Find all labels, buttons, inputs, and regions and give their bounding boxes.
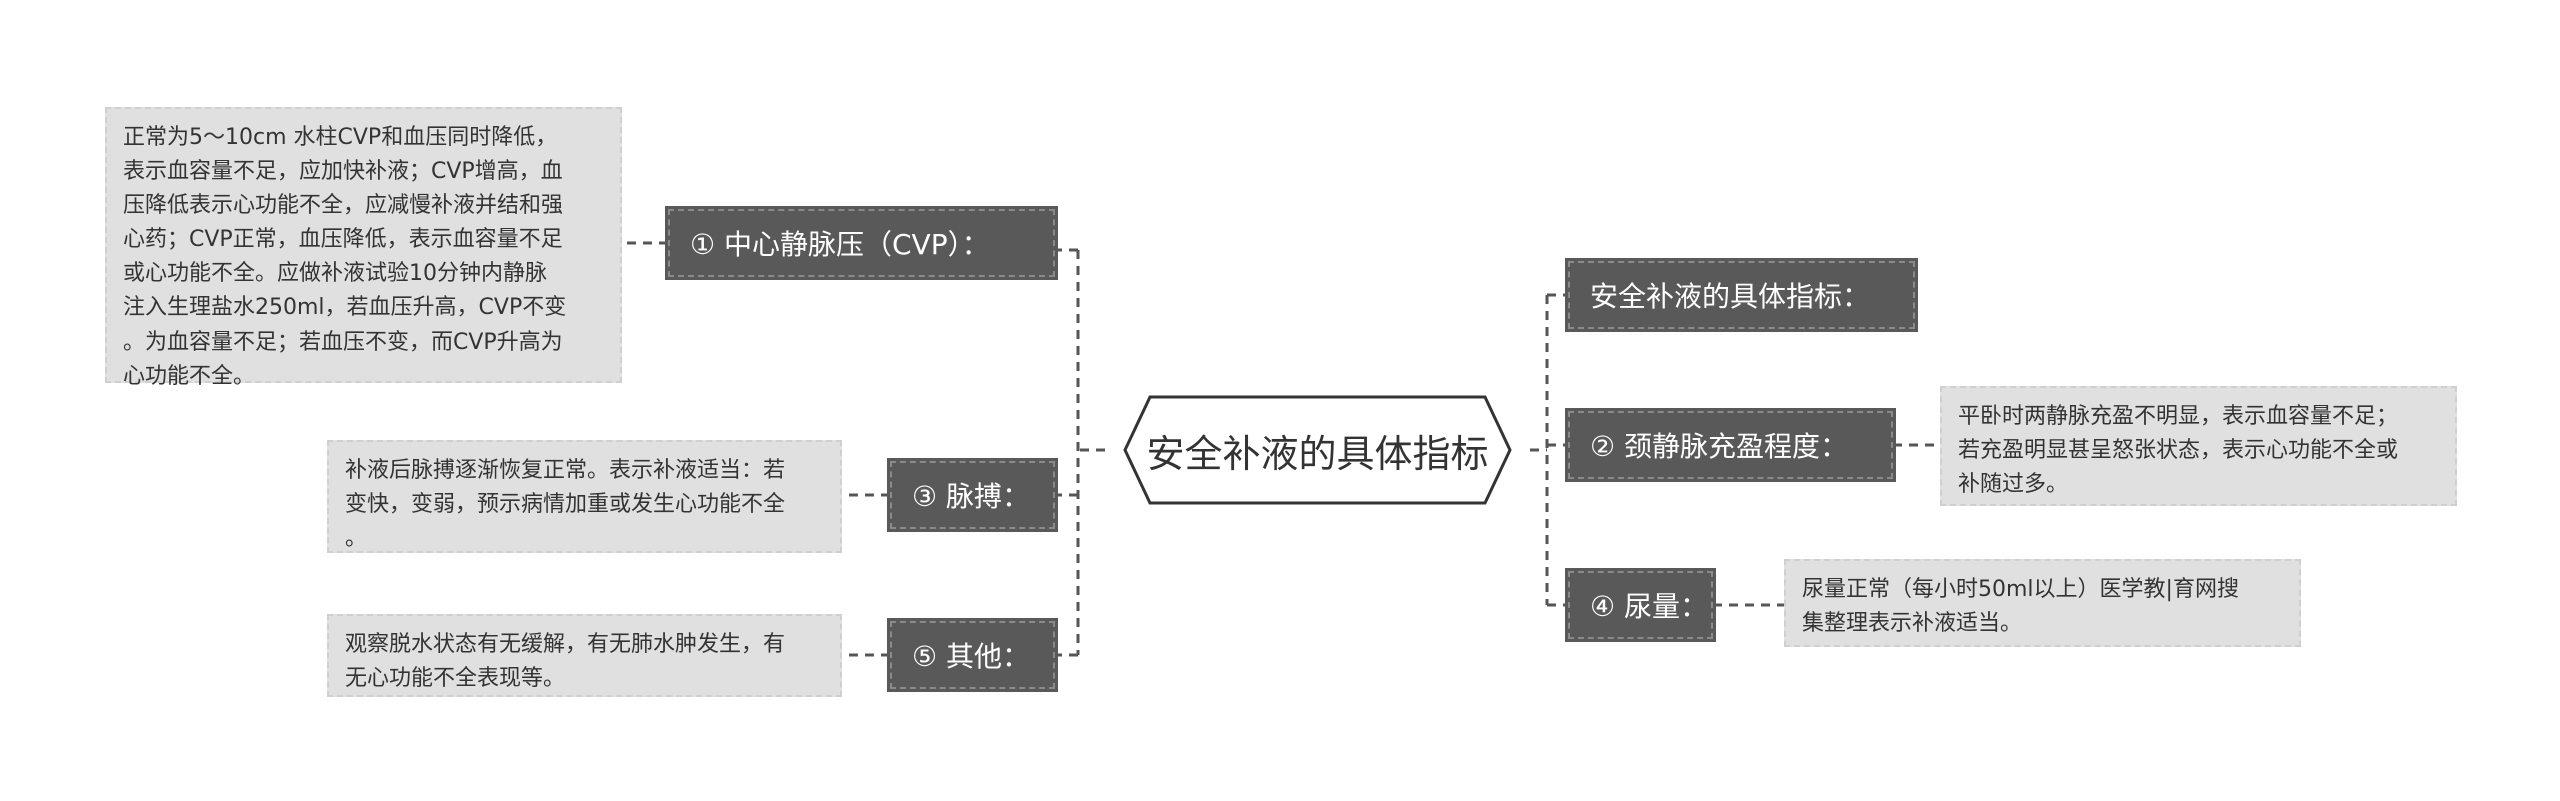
detail-pulse-line: 变快，变弱，预示病情加重或发生心功能不全 [345,492,786,518]
topic-other-label: ⑤ 其他： [912,640,1031,673]
topic-jugular-vein[interactable]: ② 颈静脉充盈程度： [1565,408,1896,482]
topic-pulse-label: ③ 脉搏： [912,480,1031,513]
detail-urine-output: 尿量正常（每小时50ml以上）医学教|育网搜 集整理表示补液适当。 [1784,559,2301,647]
topic-jugular-vein-label: ② 颈静脉充盈程度： [1590,430,1849,463]
topic-pulse[interactable]: ③ 脉搏： [887,458,1058,532]
detail-jugular-vein-line: 平卧时两静脉充盈不明显，表示血容量不足； [1958,404,2399,429]
detail-cvp-line: 或心功能不全。应做补液试验10分钟内静脉 [123,261,547,287]
topic-safety-indicators[interactable]: 安全补液的具体指标： [1565,258,1918,332]
detail-other-line: 无心功能不全表现等。 [345,666,566,692]
detail-jugular-vein-line: 补随过多。 [1958,472,2069,498]
topic-urine-output[interactable]: ④ 尿量： [1565,568,1716,642]
detail-cvp-line: 压降低表示心功能不全，应减慢补液并结和强 [123,193,564,219]
detail-cvp-line: 心功能不全。 [123,363,256,389]
central-topic[interactable]: 安全补液的具体指标 [1105,395,1530,505]
detail-jugular-vein-line: 若充盈明显甚呈怒张状态，表示心功能不全或 [1958,438,2399,464]
detail-other: 观察脱水状态有无缓解，有无肺水肿发生，有 无心功能不全表现等。 [327,614,842,697]
detail-cvp: 正常为5～10cm 水柱CVP和血压同时降低， 表示血容量不足，应加快补液；CV… [105,107,622,389]
detail-cvp-line: 心药；CVP正常，血压降低，表示血容量不足 [123,227,563,253]
detail-cvp-line: 表示血容量不足，应加快补液；CVP增高，血 [123,159,563,185]
topic-cvp-label: ① 中心静脉压（CVP）： [690,228,990,261]
central-topic-label: 安全补液的具体指标 [1146,431,1489,476]
detail-jugular-vein: 平卧时两静脉充盈不明显，表示血容量不足； 若充盈明显甚呈怒张状态，表示心功能不全… [1940,386,2457,506]
detail-cvp-line: 正常为5～10cm 水柱CVP和血压同时降低， [123,125,558,150]
detail-urine-output-line: 尿量正常（每小时50ml以上）医学教|育网搜 [1802,577,2239,602]
detail-pulse-line: 补液后脉搏逐渐恢复正常。表示补液适当：若 [345,458,786,483]
detail-pulse: 补液后脉搏逐渐恢复正常。表示补液适当：若 变快，变弱，预示病情加重或发生心功能不… [327,440,842,553]
topic-other[interactable]: ⑤ 其他： [887,618,1058,692]
topic-urine-output-label: ④ 尿量： [1590,590,1709,623]
detail-other-line: 观察脱水状态有无缓解，有无肺水肿发生，有 [345,632,786,657]
detail-cvp-line: 注入生理盐水250ml，若血压升高，CVP不变 [123,295,567,321]
topic-cvp[interactable]: ① 中心静脉压（CVP）： [665,206,1058,280]
detail-cvp-line: 。为血容量不足；若血压不变，而CVP升高为 [123,329,563,355]
central-topic-outline [1123,395,1512,505]
topic-safety-indicators-label: 安全补液的具体指标： [1590,280,1871,313]
detail-pulse-line: 。 [345,526,368,552]
detail-urine-output-line: 集整理表示补液适当。 [1802,611,2023,637]
